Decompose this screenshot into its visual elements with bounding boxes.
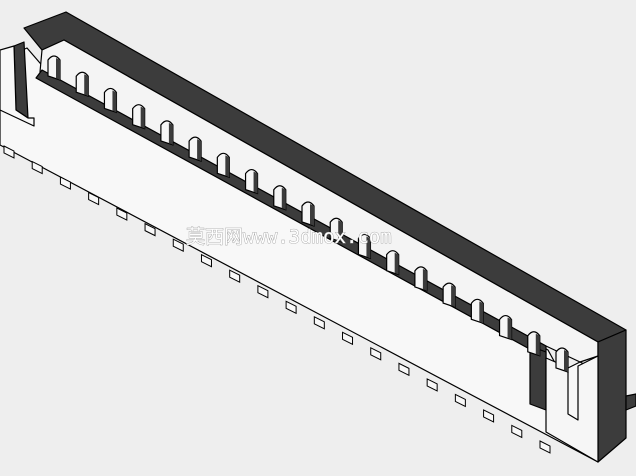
housing-right-end xyxy=(597,329,627,463)
pin xyxy=(188,136,202,162)
bottom-tooth xyxy=(313,315,325,330)
pin xyxy=(442,282,456,308)
pin-row xyxy=(47,55,569,373)
pin xyxy=(470,298,484,325)
housing-front-face xyxy=(0,47,601,463)
pin xyxy=(301,201,315,227)
pin xyxy=(357,233,372,260)
bottom-tooth xyxy=(31,160,43,175)
pin xyxy=(103,87,118,114)
pin-shade xyxy=(451,285,456,308)
bottom-tooth xyxy=(88,191,100,206)
pin xyxy=(244,168,259,195)
pin-shade xyxy=(422,268,427,291)
pin xyxy=(273,185,287,211)
pin-shade xyxy=(366,236,371,259)
pin-shade xyxy=(253,171,258,194)
bottom-tooth xyxy=(229,269,241,284)
pin-shade xyxy=(84,74,89,97)
bottom-tooth xyxy=(172,238,184,252)
bottom-tooth xyxy=(200,253,212,268)
pin xyxy=(555,347,569,373)
pin xyxy=(414,266,428,292)
bottom-tooth xyxy=(539,440,551,454)
pin xyxy=(527,331,541,357)
bottom-tooth xyxy=(116,207,128,221)
pin-shade xyxy=(140,106,145,129)
bottom-tooth xyxy=(426,378,438,392)
bottom-tooth xyxy=(59,176,71,190)
bottom-tooth xyxy=(454,393,466,408)
watermark-text: 莫西网www.3dmox.com xyxy=(186,226,392,248)
pin-shade xyxy=(507,317,512,340)
pin-shade xyxy=(168,122,173,145)
bottom-tooth xyxy=(144,222,156,237)
bottom-tooth xyxy=(483,409,495,423)
bottom-tooth xyxy=(370,347,382,361)
pin-shade xyxy=(112,90,117,113)
pin-shade xyxy=(394,252,399,275)
right-tail-pin xyxy=(625,393,636,411)
pin-shade xyxy=(225,155,230,178)
pin xyxy=(216,152,230,179)
pin xyxy=(160,120,174,146)
pin-shade xyxy=(197,139,202,162)
pin-shade xyxy=(535,333,540,356)
pin xyxy=(47,55,61,81)
bottom-tooth xyxy=(257,284,269,299)
pin xyxy=(132,104,146,130)
pin xyxy=(75,71,89,98)
pin-shade xyxy=(564,350,568,372)
pin xyxy=(386,250,400,276)
bottom-tooth xyxy=(511,424,523,439)
pin xyxy=(498,314,513,341)
bottom-tooth xyxy=(342,331,354,346)
bottom-teeth-row xyxy=(3,145,551,454)
pin-shade xyxy=(479,301,484,324)
housing-slot-strip xyxy=(35,69,547,359)
bottom-tooth xyxy=(398,362,410,377)
bottom-tooth xyxy=(285,300,297,315)
pin xyxy=(329,217,343,244)
left-latch-face xyxy=(0,45,35,127)
pin-shade xyxy=(338,220,343,243)
pin-shade xyxy=(56,58,60,80)
pin-shade xyxy=(310,204,314,226)
bottom-tooth xyxy=(3,145,15,159)
pin-shade xyxy=(281,187,286,210)
